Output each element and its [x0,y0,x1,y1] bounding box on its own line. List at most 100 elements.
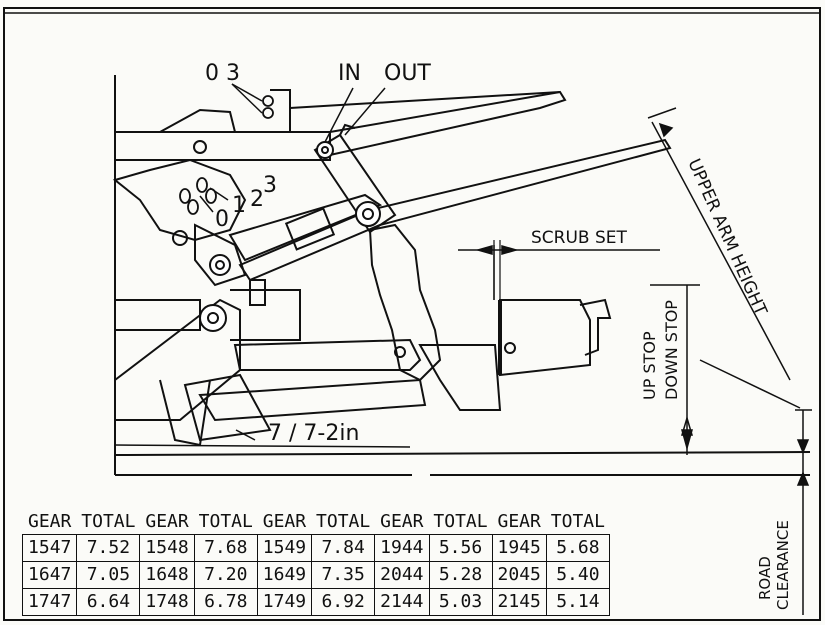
pinion-value: 21 [497,591,520,612]
pinion-value: 20 [497,564,520,585]
pinion-value: 19 [497,537,520,558]
spur-value: 49 [284,591,307,612]
spur-value: 47 [49,591,72,612]
header-cell: TOTAL [194,510,258,535]
spur-value: 45 [519,564,541,585]
spur-value: 48 [167,564,189,585]
hub-carrier [368,223,612,411]
spur-value: 44 [401,591,424,612]
header-cell: GEAR [139,510,195,535]
gear-ratio-table: GEAR TOTAL GEAR TOTAL GEAR TOTAL GEAR TO… [21,510,610,616]
in-label: IN [338,61,361,86]
pinion-value: 17 [262,591,285,612]
upper-pos-2: 2 [250,187,264,212]
total-cell: 6.64 [76,588,141,616]
upper-mount-holes [179,95,274,215]
scrub-set-label: SCRUB SET [531,228,628,248]
pinion-value: 19 [380,537,402,558]
spur-value: 47 [49,537,72,558]
total-cell: 5.14 [545,588,610,616]
pinion-value: 15 [28,537,50,558]
seven-label: 7 / 7-2in [268,421,359,446]
header-cell: GEAR [374,510,429,535]
leader-lines [199,83,386,441]
total-cell: 7.20 [193,561,258,589]
total-cell: 7.05 [76,561,141,589]
total-cell: 5.28 [428,561,493,589]
header-cell: GEAR [257,510,312,535]
spur-value: 44 [401,537,424,558]
upper-pos-3: 3 [263,173,277,198]
spur-value: 44 [401,564,424,585]
spur-value: 49 [284,564,307,585]
pinion-value: 16 [145,564,168,585]
header-cell: TOTAL [311,510,375,535]
scrub-set-dimension [458,240,660,300]
road-clearance-dimension [795,409,812,615]
total-cell: 7.84 [311,534,376,562]
header-cell: TOTAL [429,510,492,535]
total-cell: 5.03 [428,588,493,616]
lower-arm [183,304,427,442]
pinion-value: 17 [28,591,50,612]
total-cell: 6.78 [193,588,258,616]
total-cell: 5.56 [428,534,493,562]
frame-border [3,7,821,621]
pinion-value: 16 [28,564,50,585]
spur-value: 45 [519,591,541,612]
spur-value: 45 [519,537,541,558]
spur-value: 47 [49,564,72,585]
upper-arm-height-label: UPPER ARM HEIGHT [683,156,770,319]
down-stop-label: DOWN STOP [662,300,681,400]
road-clearance-line1: ROAD [756,556,774,600]
pinion-value: 15 [262,537,285,558]
stop-dimension [650,284,700,455]
pinion-value: 20 [380,564,402,585]
total-cell: 7.52 [76,534,141,562]
road-clearance-line2: CLEARANCE [774,520,792,610]
total-cell: 5.68 [545,534,610,562]
spur-value: 48 [167,537,189,558]
total-cell: 7.68 [193,534,258,562]
total-cell: 5.40 [545,561,610,589]
upper-pos-0: 0 [215,207,229,232]
spur-value: 48 [167,591,189,612]
spur-value: 49 [284,537,307,558]
out-label: OUT [384,61,431,86]
header-cell: TOTAL [76,510,140,535]
pinion-value: 15 [145,537,168,558]
pinion-value: 17 [145,591,168,612]
upper-arm-height-dimension [647,107,801,409]
header-cell: TOTAL [546,510,610,535]
total-cell: 6.92 [311,588,376,616]
total-cell: 7.35 [311,561,376,589]
pinion-value: 21 [380,591,402,612]
table-header-row: GEAR TOTAL GEAR TOTAL GEAR TOTAL GEAR TO… [22,510,610,535]
camber-link [313,123,397,234]
pinion-value: 16 [262,564,285,585]
road-clearance-label: ROAD CLEARANCE [756,520,792,610]
up-stop-label: UP STOP [640,331,659,400]
header-cell: GEAR [22,510,77,535]
upper-pos-1: 1 [232,193,246,218]
